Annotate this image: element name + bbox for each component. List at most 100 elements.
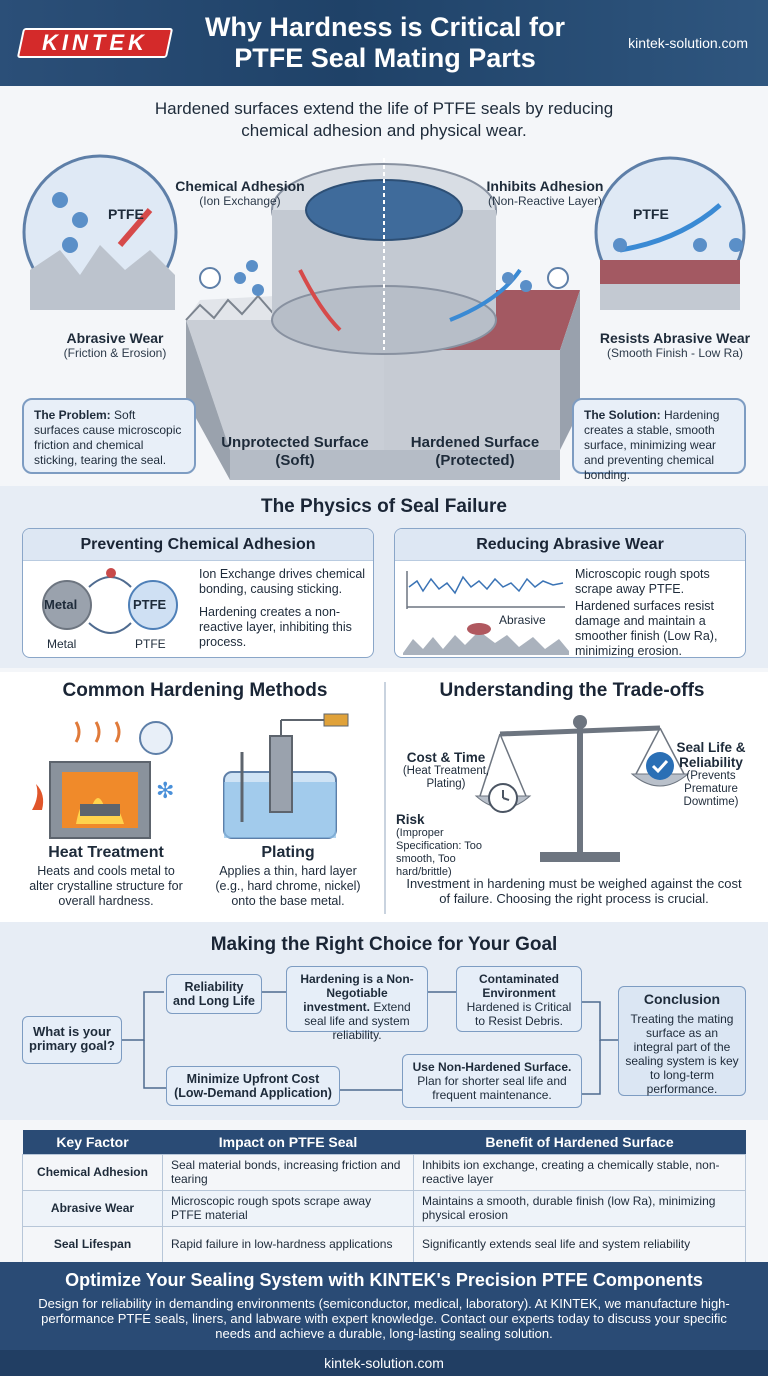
table-cell: Significantly extends seal life and syst… (412, 1225, 747, 1263)
table-row: Abrasive Wear Microscopic rough spots sc… (22, 1189, 747, 1227)
logo-text: KINTEK (42, 30, 148, 55)
problem-callout: The Problem: Soft surfaces cause microsc… (22, 398, 196, 474)
wear-paragraph-2: Hardened surfaces resist damage and main… (575, 599, 718, 658)
chem-paragraph-1: Ion Exchange drives chemical bonding, ca… (199, 567, 366, 596)
deflect-arrow (449, 268, 522, 322)
contaminated-text: Hardened is Critical to Resist Debris. (466, 1000, 572, 1028)
plating-title: Plating (261, 844, 315, 861)
inhibits-adhesion-label: Inhibits Adhesion (Non-Reactive Layer) (460, 178, 630, 208)
abrasive-wear-label: Abrasive Wear (Friction & Erosion) (40, 330, 190, 360)
non-hardened-bold: Use Non-Hardened Surface. (412, 1060, 572, 1074)
page-title: Why Hardness is Critical for PTFE Seal M… (204, 12, 566, 73)
resists-wear-title: Resists Abrasive Wear (599, 330, 751, 346)
hardened-surface-label: Hardened Surface (Protected) (390, 434, 560, 470)
balance-scale-icon (474, 715, 690, 862)
table-cell: Seal material bonds, increasing friction… (162, 1153, 414, 1191)
methods-illustration: ✻ (32, 713, 349, 839)
metal-caption: Metal (47, 637, 77, 651)
choice-section: Making the Right Choice for Your Goal Wh… (0, 922, 768, 1120)
table-row: Seal Lifespan Rapid failure in low-hardn… (22, 1225, 747, 1263)
seal-life-label: Seal Life & Reliability (Prevents Premat… (664, 740, 758, 809)
table-cell: Inhibits ion exchange, creating a chemic… (412, 1153, 747, 1191)
ptfe-sphere-label: PTFE (133, 597, 167, 612)
header-site-link[interactable]: kintek-solution.com (628, 35, 748, 51)
metal-sphere-label: Metal (44, 597, 78, 612)
abrasive-wear-sub: (Friction & Erosion) (63, 346, 167, 360)
header-banner: KINTEK Why Hardness is Critical for PTFE… (0, 0, 768, 86)
key-factor-table: Key Factor Impact on PTFE Seal Benefit o… (22, 1130, 747, 1263)
methods-tradeoffs-section: Common Hardening Methods ✻ Heat Treatmen… (0, 672, 768, 922)
minimize-cost-option[interactable]: Minimize Upfront Cost (Low-Demand Applic… (166, 1066, 340, 1106)
physics-title: The Physics of Seal Failure (260, 496, 508, 517)
heat-treatment-text: Heats and cools metal to alter crystalli… (29, 864, 183, 908)
left-inset-ptfe-label: PTFE (108, 206, 144, 222)
footer-text: Design for reliability in demanding envi… (38, 1296, 730, 1341)
cost-time-label: Cost & Time (Heat Treatment, Plating) (398, 750, 494, 791)
risk-sub: (Improper Specification: Too smooth, Too… (396, 827, 483, 878)
hardened-line2: (Protected) (435, 452, 515, 469)
problem-label: The Problem: (34, 408, 111, 422)
flowchart-connectors (122, 991, 618, 1095)
right-inset-ptfe-label: PTFE (633, 206, 669, 222)
conclusion-title: Conclusion (643, 991, 721, 1007)
chem-paragraph-2: Hardening creates a non-reactive layer, … (199, 605, 352, 649)
ptfe-sphere (128, 580, 178, 630)
non-hardened-box: Use Non-Hardened Surface. Plan for short… (402, 1054, 582, 1108)
choice-title: Making the Right Choice for Your Goal (210, 934, 558, 955)
cost-time-sub: (Heat Treatment, Plating) (402, 765, 490, 790)
table-header-impact: Impact on PTFE Seal (162, 1130, 414, 1154)
intro-text: Hardened surfaces extend the life of PTF… (154, 99, 614, 140)
table-cell: Microscopic rough spots scrape away PTFE… (162, 1189, 414, 1227)
footer-site-link[interactable]: kintek-solution.com (0, 1350, 768, 1376)
non-negotiable-box: Hardening is a Non-Negotiable investment… (286, 966, 428, 1042)
reliability-option[interactable]: Reliability and Long Life (166, 974, 262, 1014)
kintek-logo[interactable]: KINTEK (16, 28, 174, 58)
ptfe-caption: PTFE (135, 637, 166, 651)
risk-label: Risk (Improper Specification: Too smooth… (396, 812, 496, 879)
methods-title: Common Hardening Methods (62, 680, 328, 701)
table-row: Chemical Adhesion Seal material bonds, i… (22, 1153, 747, 1191)
unprotected-line1: Unprotected Surface (221, 434, 369, 451)
section-divider (384, 682, 386, 914)
cost-time-title: Cost & Time (406, 750, 486, 765)
seal-life-title: Seal Life & Reliability (676, 740, 746, 770)
abrasive-wear-card: Reducing Abrasive Wear Abrasive Microsco… (394, 528, 746, 658)
abrasive-label: Abrasive (499, 613, 546, 627)
table-cell: Maintains a smooth, durable finish (low … (412, 1189, 747, 1227)
plating-block: Plating Applies a thin, hard layer (e.g.… (204, 844, 372, 909)
footer-title: Optimize Your Sealing System with KINTEK… (65, 1270, 703, 1290)
contaminated-title: Contaminated Environment (478, 972, 559, 1000)
plating-text: Applies a thin, hard layer (e.g., hard c… (215, 864, 361, 908)
table-header-key-factor: Key Factor (22, 1130, 163, 1154)
risk-title: Risk (396, 812, 425, 827)
heat-treatment-block: Heat Treatment Heats and cools metal to … (26, 844, 186, 909)
table-cell: Abrasive Wear (22, 1189, 163, 1227)
table-cell: Chemical Adhesion (22, 1153, 163, 1191)
solution-text: Hardening creates a stable, smooth surfa… (584, 408, 720, 482)
problem-text: Soft surfaces cause microscopic friction… (34, 408, 182, 467)
unprotected-surface-label: Unprotected Surface (Soft) (210, 434, 380, 470)
hardened-line1: Hardened Surface (410, 434, 540, 451)
non-negotiable-bold: Hardening is a Non-Negotiable investment… (300, 972, 414, 1014)
wear-paragraph-1: Microscopic rough spots scrape away PTFE… (575, 567, 710, 596)
unprotected-line2: (Soft) (275, 452, 315, 469)
conclusion-box: Conclusion Treating the mating surface a… (618, 986, 746, 1096)
footer-banner: Optimize Your Sealing System with KINTEK… (0, 1262, 768, 1376)
metal-ptfe-cycle-diagram (42, 568, 178, 634)
snowflake-icon: ✻ (156, 779, 174, 804)
seal-life-sub: (Prevents Premature Downtime) (683, 770, 739, 808)
chemical-adhesion-sub: (Ion Exchange) (199, 194, 281, 208)
tradeoffs-title: Understanding the Trade-offs (439, 680, 705, 701)
solution-label: The Solution: (584, 408, 661, 422)
inhibits-adhesion-sub: (Non-Reactive Layer) (487, 194, 603, 208)
checkmark-icon (646, 752, 674, 780)
chemical-adhesion-label: Chemical Adhesion (Ion Exchange) (150, 178, 330, 208)
metal-sphere (42, 580, 92, 630)
chem-adhesion-card: Preventing Chemical Adhesion Metal PTFE … (22, 528, 374, 658)
table-header-benefit: Benefit of Hardened Surface (413, 1130, 746, 1154)
tradeoffs-note: Investment in hardening must be weighed … (406, 876, 742, 906)
heat-treatment-title: Heat Treatment (48, 844, 164, 861)
solution-callout: The Solution: Hardening creates a stable… (572, 398, 746, 482)
inhibits-adhesion-title: Inhibits Adhesion (486, 178, 604, 194)
physics-section: The Physics of Seal Failure Preventing C… (0, 486, 768, 668)
